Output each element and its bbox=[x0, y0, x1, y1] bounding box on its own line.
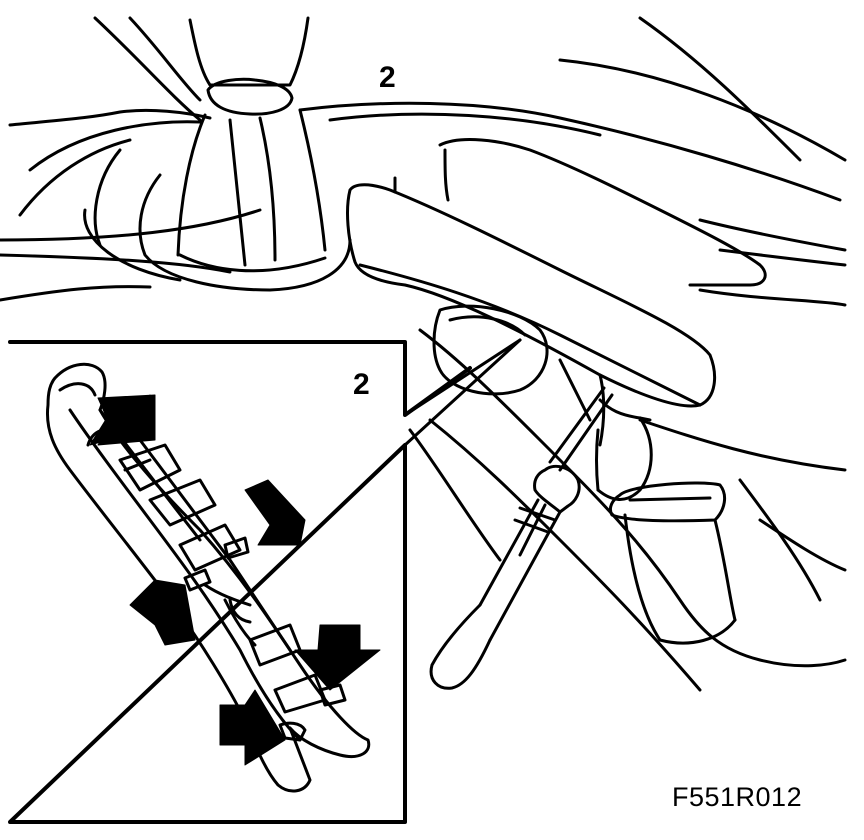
callout-label-inset: 2 bbox=[353, 368, 370, 401]
direction-arrows bbox=[89, 394, 381, 766]
lever-cover-underside bbox=[45, 362, 371, 793]
retaining-clip bbox=[608, 481, 737, 645]
arrow-top bbox=[97, 394, 156, 446]
arrow-left-middle bbox=[129, 579, 196, 646]
arrow-right-lower bbox=[294, 624, 381, 691]
arrow-right-upper bbox=[244, 479, 306, 546]
inset-frame bbox=[8, 338, 522, 824]
screwdriver bbox=[429, 386, 614, 690]
center-console bbox=[0, 16, 847, 692]
figure-code: F551R012 bbox=[672, 782, 803, 812]
gear-lever-boot bbox=[83, 16, 352, 292]
arrow-bottom-left bbox=[219, 689, 286, 766]
handbrake-lever bbox=[346, 138, 767, 501]
callout-label-main: 2 bbox=[379, 61, 396, 94]
